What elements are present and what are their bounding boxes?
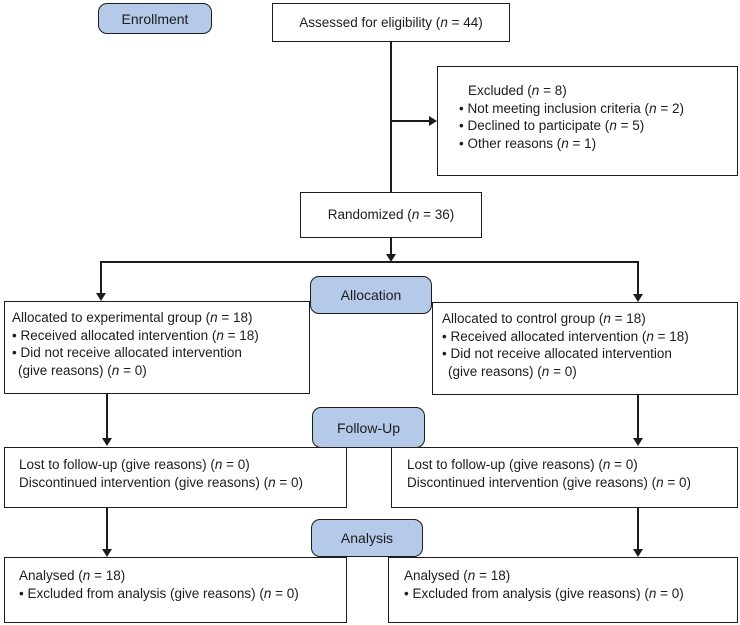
- analysis-experimental-box: Analysed (n = 18) • Excluded from analys…: [4, 557, 347, 623]
- arrowhead-analysis-left: [102, 549, 112, 557]
- allocated-experimental-box: Allocated to experimental group (n = 18)…: [4, 301, 310, 394]
- box-text: Lost to follow-up (give reasons) (n = 0): [19, 457, 250, 472]
- connector-alloc-to-followup-left: [106, 394, 108, 438]
- arrowhead-alloc-left: [96, 293, 106, 301]
- connector-followup-to-analysis-right: [637, 508, 639, 549]
- arrowhead-followup-right: [633, 438, 643, 446]
- followup-experimental-box: Lost to follow-up (give reasons) (n = 0)…: [4, 447, 347, 508]
- arrowhead-analysis-right: [633, 549, 643, 557]
- stage-label-followup: Follow-Up: [312, 407, 425, 448]
- box-text: • Declined to participate (n = 5): [459, 118, 645, 133]
- box-text: • Excluded from analysis (give reasons) …: [19, 585, 299, 601]
- box-text: Excluded (n = 8): [468, 83, 567, 98]
- connector-alloc-to-followup-right: [637, 395, 639, 438]
- box-text: Analysed (n = 18): [404, 568, 511, 583]
- followup-control-box: Lost to follow-up (give reasons) (n = 0)…: [391, 447, 738, 508]
- connector-to-excluded: [391, 120, 429, 122]
- connector-followup-to-analysis-left: [106, 508, 108, 549]
- box-text: Randomized (n = 36): [327, 207, 455, 223]
- connector-split-right-down: [637, 261, 639, 294]
- stage-label-allocation: Allocation: [310, 276, 432, 314]
- box-text: Analysed (n = 18): [19, 568, 126, 583]
- box-text: • Did not receive allocated intervention: [442, 346, 672, 361]
- assessed-for-eligibility-box: Assessed for eligibility (n = 44): [272, 3, 510, 42]
- stage-label-text: Enrollment: [121, 10, 189, 27]
- box-text: • Excluded from analysis (give reasons) …: [404, 585, 684, 601]
- arrowhead-alloc-right: [633, 294, 643, 302]
- box-text: • Not meeting inclusion criteria (n = 2): [459, 100, 684, 116]
- randomized-box: Randomized (n = 36): [300, 192, 482, 238]
- box-text: (give reasons) (n = 0): [448, 363, 577, 379]
- arrowhead-followup-left: [102, 438, 112, 446]
- box-text: • Received allocated intervention (n = 1…: [442, 328, 689, 344]
- box-text: Discontinued intervention (give reasons)…: [407, 474, 692, 490]
- stage-label-text: Allocation: [340, 287, 402, 303]
- stage-label-text: Analysis: [340, 530, 394, 546]
- allocated-control-box: Allocated to control group (n = 18) • Re…: [432, 302, 738, 395]
- box-text: • Did not receive allocated intervention: [12, 345, 242, 360]
- box-text: • Other reasons (n = 1): [459, 135, 597, 151]
- box-text: Assessed for eligibility (n = 44): [299, 14, 483, 30]
- box-text: (give reasons) (n = 0): [18, 362, 147, 378]
- stage-label-enrollment: Enrollment: [98, 3, 212, 34]
- excluded-box: Excluded (n = 8) • Not meeting inclusion…: [437, 66, 738, 176]
- connector-allocation-split: [100, 261, 639, 263]
- connector-assessed-to-randomized: [390, 42, 392, 192]
- box-text: • Received allocated intervention (n = 1…: [12, 327, 259, 343]
- stage-label-analysis: Analysis: [311, 519, 423, 557]
- box-text: Allocated to experimental group (n = 18): [12, 310, 253, 325]
- arrowhead-randomized: [386, 254, 396, 262]
- box-text: Discontinued intervention (give reasons)…: [19, 474, 304, 490]
- connector-randomized-down: [390, 238, 392, 255]
- box-text: Allocated to control group (n = 18): [442, 311, 646, 326]
- arrowhead-excluded: [429, 116, 437, 126]
- connector-split-left-down: [100, 261, 102, 293]
- box-text: Lost to follow-up (give reasons) (n = 0): [407, 457, 638, 472]
- stage-label-text: Follow-Up: [336, 419, 400, 436]
- analysis-control-box: Analysed (n = 18) • Excluded from analys…: [388, 557, 738, 623]
